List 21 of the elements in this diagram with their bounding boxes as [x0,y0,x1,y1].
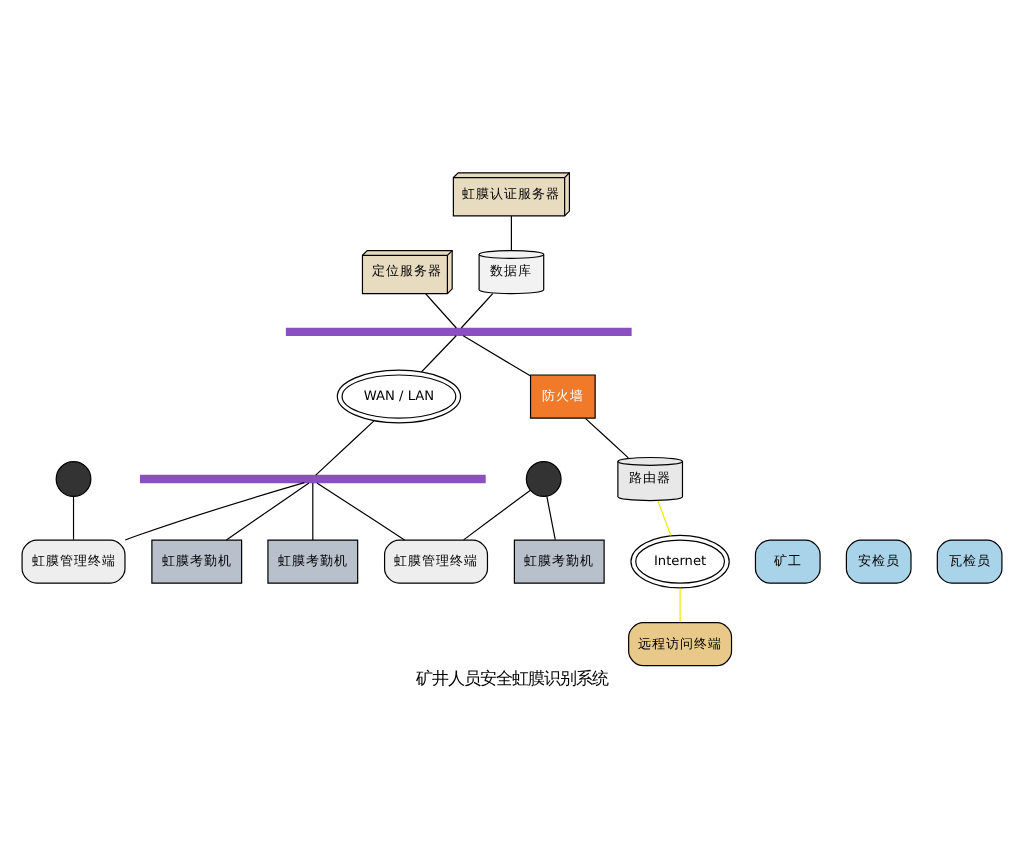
connector [463,488,531,540]
node-bar [139,473,486,483]
node-bar [285,326,632,336]
connector [420,334,457,372]
connector [124,481,305,540]
connector [312,481,314,540]
connector [315,419,375,475]
connector [425,292,457,328]
node-circle [55,460,92,496]
connector [225,481,310,540]
connector [462,334,531,376]
connector [679,586,681,622]
connector [584,416,629,458]
connector [316,481,406,540]
connector [657,499,672,536]
connector [546,494,556,540]
connector [72,494,75,540]
caption: 矿井人员安全虹膜识别系统 [416,666,608,687]
node-circle [525,460,562,496]
connector [460,292,494,328]
connector [510,214,512,250]
